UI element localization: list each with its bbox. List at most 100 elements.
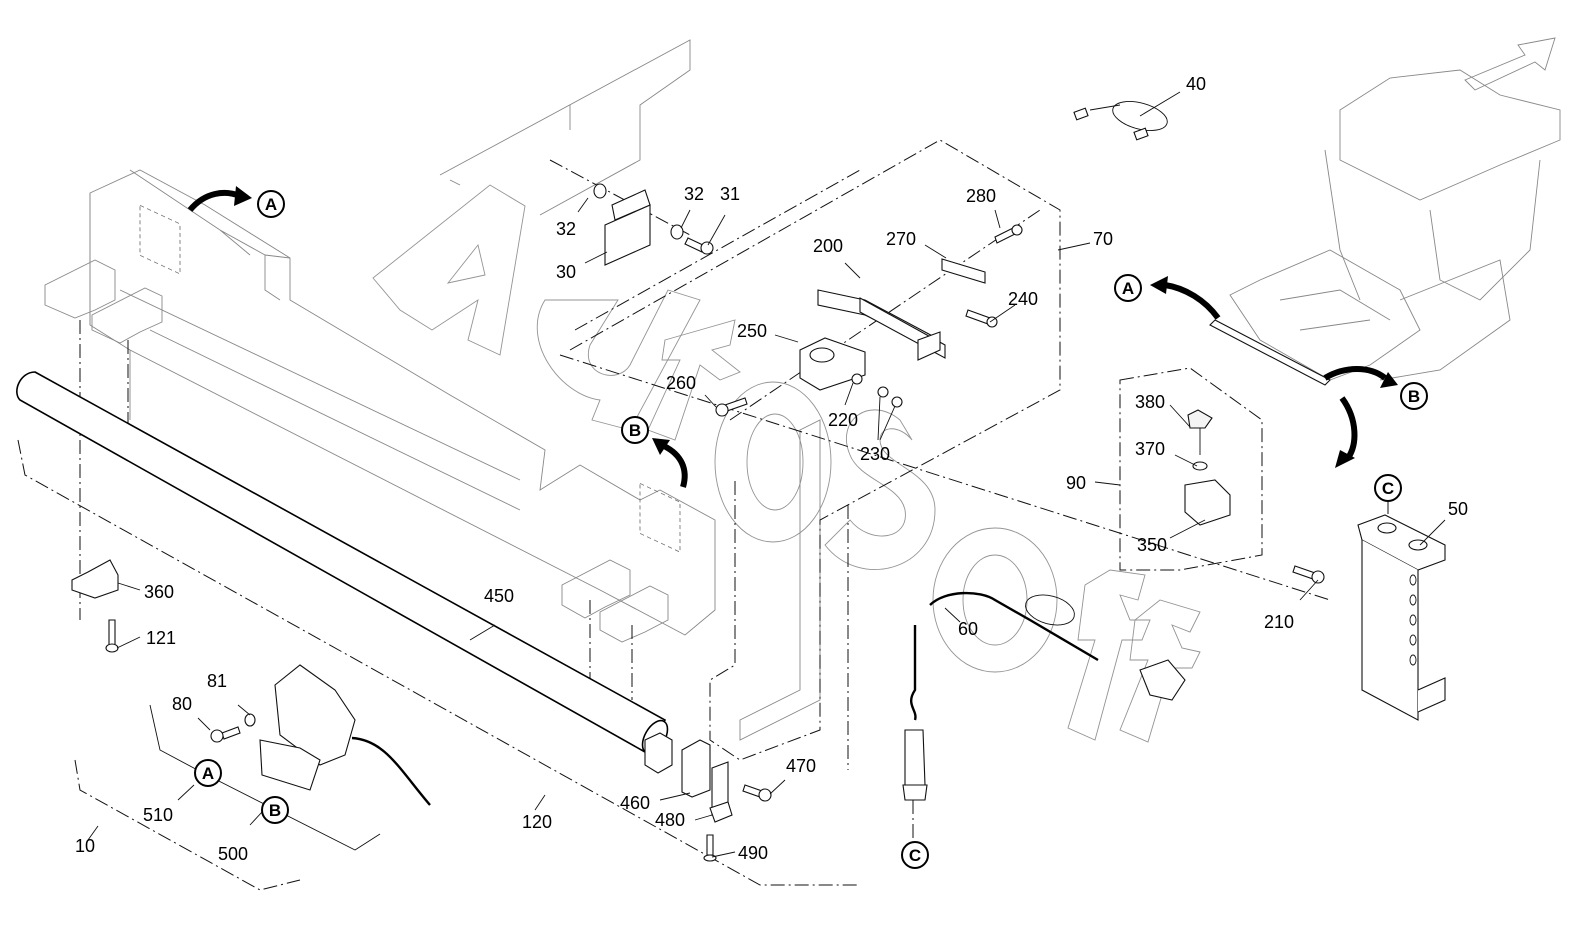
tube-450 — [16, 371, 669, 755]
label-230[interactable]: 230 — [860, 444, 890, 464]
paver-frame-outline — [44, 39, 821, 741]
label-460[interactable]: 460 — [620, 793, 650, 813]
part-370-washer — [1192, 461, 1208, 471]
part-32-washers — [593, 183, 684, 240]
part-240-bolt — [965, 309, 998, 328]
svg-text:A: A — [1122, 279, 1134, 298]
frame-bracket-4 — [599, 585, 669, 643]
label-40[interactable]: 40 — [1186, 74, 1206, 94]
watermark-letter-a — [372, 184, 526, 356]
label-50[interactable]: 50 — [1448, 499, 1468, 519]
part-200-bracket — [817, 289, 946, 361]
arrow-paver-to-a — [1164, 282, 1221, 320]
reference-arrows — [187, 186, 1398, 488]
label-60[interactable]: 60 — [958, 619, 978, 639]
label-30[interactable]: 30 — [556, 262, 576, 282]
label-121[interactable]: 121 — [146, 628, 176, 648]
label-280[interactable]: 280 — [966, 186, 996, 206]
ref-marker-b-mid[interactable]: B — [621, 416, 649, 444]
part-360-clamp — [71, 559, 119, 599]
label-81[interactable]: 81 — [207, 671, 227, 691]
ref-marker-c-bracket[interactable]: C — [1374, 474, 1402, 502]
axis-brackets — [79, 320, 633, 700]
paver-overview — [1209, 37, 1561, 386]
boundary-70 — [569, 139, 1061, 761]
watermark-letter-t — [647, 319, 741, 441]
label-70[interactable]: 70 — [1093, 229, 1113, 249]
ref-marker-a-junction[interactable]: A — [194, 759, 222, 787]
part-350-sleeve — [1184, 479, 1231, 526]
axis-30 — [549, 159, 861, 331]
watermark-letter-s — [824, 409, 936, 570]
svg-text:C: C — [909, 846, 921, 865]
part-460-clamp — [681, 739, 711, 798]
arrow-to-a-left — [187, 190, 242, 213]
label-350[interactable]: 350 — [1137, 535, 1167, 555]
part-121-bolt — [105, 619, 119, 653]
label-220[interactable]: 220 — [828, 410, 858, 430]
svg-text:C: C — [1382, 479, 1394, 498]
part-470-bolt — [742, 784, 772, 802]
svg-text:A: A — [265, 195, 277, 214]
label-31[interactable]: 31 — [720, 184, 740, 204]
junction-box — [259, 664, 431, 806]
label-80[interactable]: 80 — [172, 694, 192, 714]
label-32-left[interactable]: 32 — [556, 219, 576, 239]
watermark-letter-o2 — [932, 527, 1058, 673]
part-460-480-clamps — [644, 732, 733, 823]
part-490-bolt — [703, 834, 717, 862]
label-210[interactable]: 210 — [1264, 612, 1294, 632]
label-260[interactable]: 260 — [666, 373, 696, 393]
label-500[interactable]: 500 — [218, 844, 248, 864]
ref-marker-b-junction[interactable]: B — [261, 796, 289, 824]
svg-text:B: B — [629, 421, 641, 440]
label-250[interactable]: 250 — [737, 321, 767, 341]
watermark-letter-f — [1067, 569, 1151, 741]
label-380[interactable]: 380 — [1135, 392, 1165, 412]
watermark-letter-o-inner — [746, 413, 804, 511]
frame-bracket-1 — [44, 259, 116, 319]
label-32-right[interactable]: 32 — [684, 184, 704, 204]
arrow-paver-to-b — [1323, 366, 1387, 381]
part-250-clamp — [799, 337, 866, 391]
label-120[interactable]: 120 — [522, 812, 552, 832]
part-60-sensor-cable — [902, 591, 1186, 801]
part-90-knob-assembly — [1184, 409, 1231, 526]
ref-marker-c-connector[interactable]: C — [901, 841, 929, 869]
ref-marker-b-paver[interactable]: B — [1400, 382, 1428, 410]
label-90[interactable]: 90 — [1066, 473, 1086, 493]
label-450[interactable]: 450 — [484, 586, 514, 606]
part-50-bracket — [1357, 514, 1446, 721]
hidden-plate-b — [639, 482, 681, 553]
part-number-labels: 10 30 31 32 32 40 50 60 70 80 81 90 120 … — [75, 74, 1468, 864]
label-360[interactable]: 360 — [144, 582, 174, 602]
svg-text:B: B — [269, 801, 281, 820]
axis-200 — [559, 354, 1331, 601]
arrow-paver-to-c — [1339, 396, 1358, 460]
part-230-nuts — [877, 386, 903, 408]
label-480[interactable]: 480 — [655, 810, 685, 830]
part-80-bolt — [210, 726, 241, 743]
label-510[interactable]: 510 — [143, 805, 173, 825]
part-380-knob — [1187, 409, 1213, 429]
label-10[interactable]: 10 — [75, 836, 95, 856]
part-280-bolt — [994, 224, 1023, 244]
ref-marker-a-paver[interactable]: A — [1114, 274, 1142, 302]
watermark-letter-o — [714, 381, 832, 543]
frame-bracket-3 — [561, 559, 631, 619]
label-490[interactable]: 490 — [738, 843, 768, 863]
part-270-plate — [941, 258, 986, 284]
label-370[interactable]: 370 — [1135, 439, 1165, 459]
ref-marker-a-top[interactable]: A — [257, 190, 285, 218]
label-270[interactable]: 270 — [886, 229, 916, 249]
part-31-screw — [684, 237, 714, 255]
label-470[interactable]: 470 — [786, 756, 816, 776]
hidden-plate-a — [139, 204, 181, 275]
part-220-nut — [851, 373, 863, 385]
label-200[interactable]: 200 — [813, 236, 843, 256]
label-240[interactable]: 240 — [1008, 289, 1038, 309]
part-40-cable — [1073, 101, 1168, 141]
frame-bracket-2 — [91, 287, 163, 344]
svg-text:B: B — [1408, 387, 1420, 406]
